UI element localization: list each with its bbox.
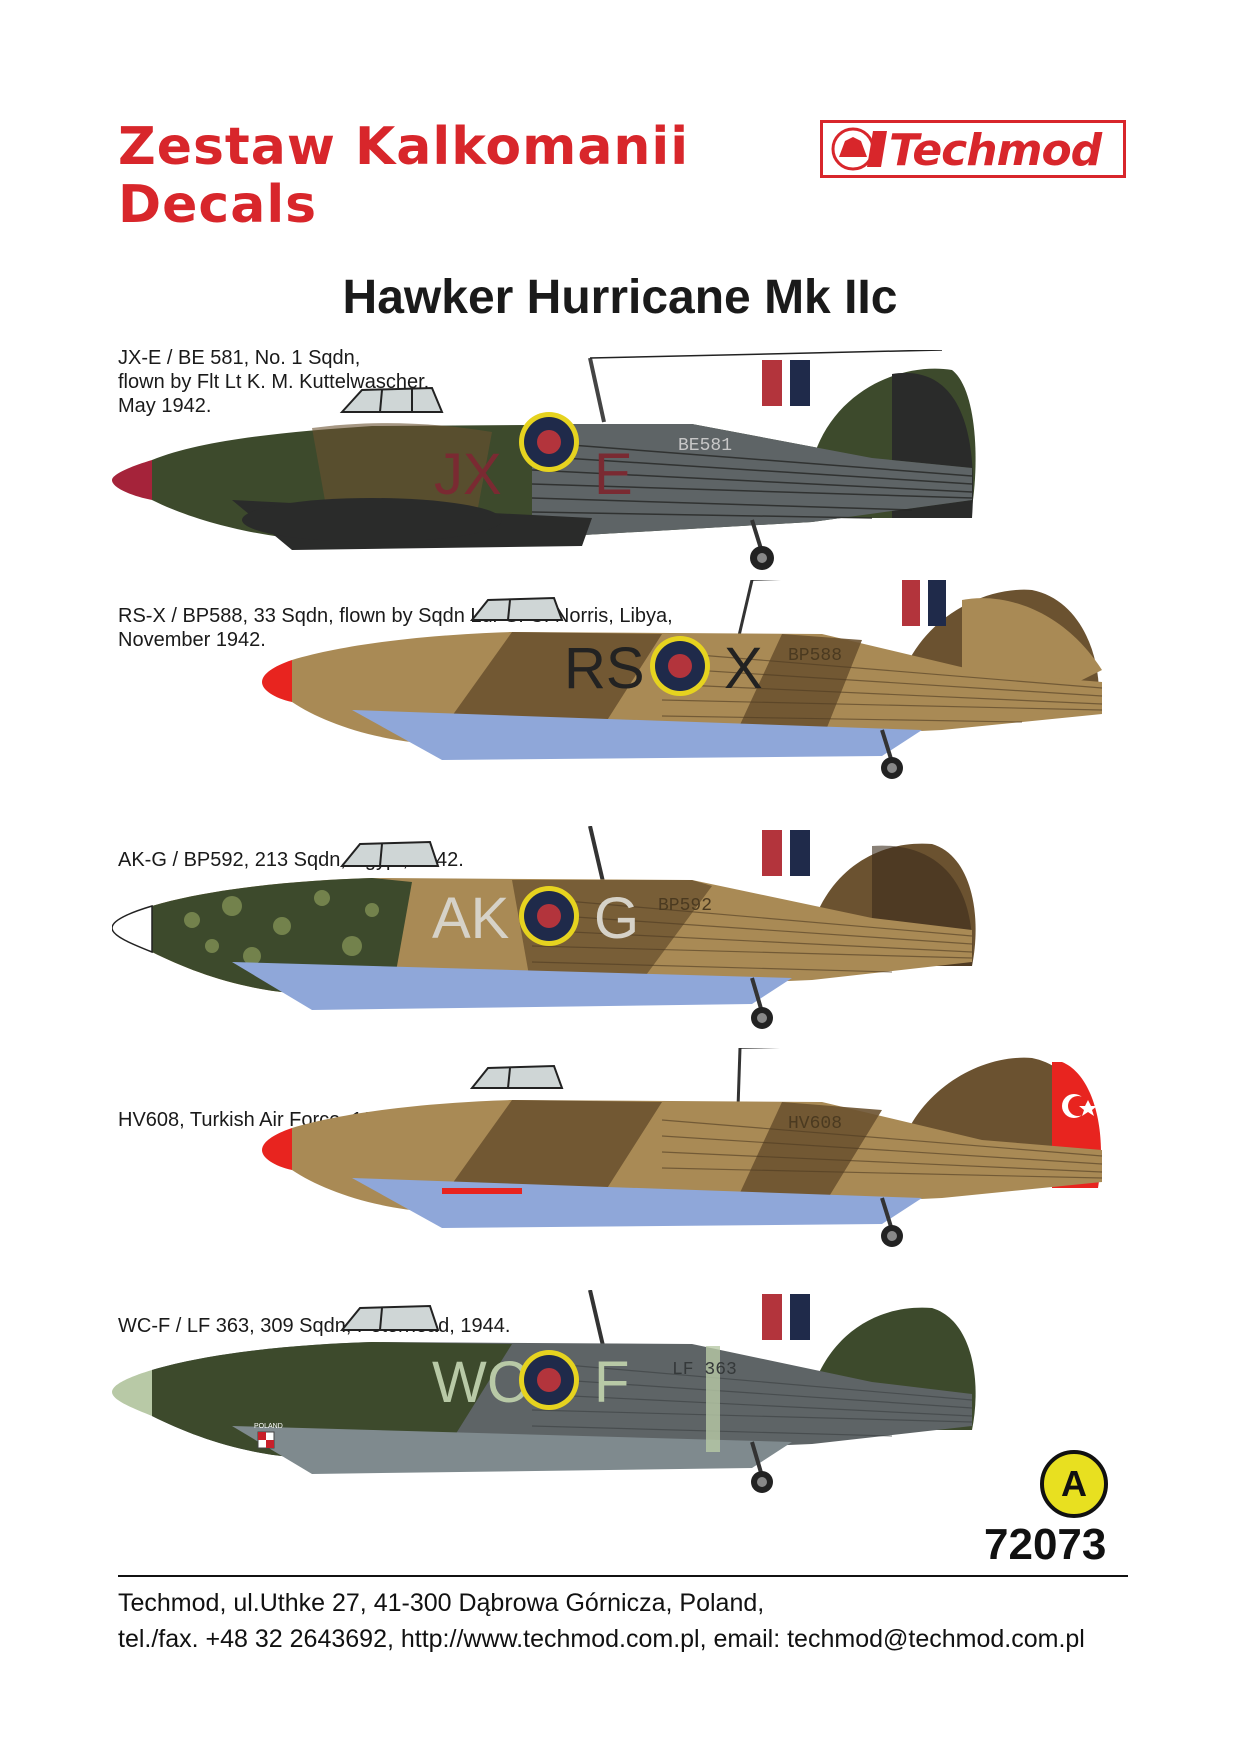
aircraft-serial: BP588 — [788, 646, 842, 666]
aircraft-serial: BE581 — [678, 436, 732, 456]
aircraft-profile-2: RS X BP588 — [262, 580, 1103, 779]
caption-line: flown by Flt Lt K. M. Kuttelwascher, — [118, 371, 430, 393]
aircraft-code-left: RS — [564, 636, 645, 701]
header-title-line2: Decals — [118, 175, 318, 235]
aircraft-code-right: G — [594, 886, 639, 951]
badge-letter: A — [1061, 1463, 1087, 1504]
logo-emblem-icon — [831, 127, 887, 171]
polish-checkerboard-icon — [257, 1431, 275, 1449]
aircraft-caption-1: JX-E / BE 581, No. 1 Sqdn, flown by Flt … — [118, 346, 429, 418]
aircraft-code-left: AK — [432, 886, 510, 951]
aircraft-code-right: E — [594, 442, 633, 507]
aircraft-profile-5: POLAND WC F LF 363 — [112, 1290, 976, 1493]
page-title: Hawker Hurricane Mk IIc — [342, 271, 898, 324]
set-badge: A — [1040, 1450, 1108, 1518]
aircraft-code-left: WC — [432, 1350, 529, 1415]
techmod-logo: Techmod — [820, 120, 1126, 178]
caption-line: May 1942. — [118, 395, 212, 417]
product-number: 72073 — [984, 1520, 1107, 1569]
nose-label: POLAND — [254, 1423, 283, 1430]
header-title: Zestaw Kalkomanii Decals — [118, 118, 689, 234]
aircraft-serial: HV608 — [788, 1114, 842, 1134]
aircraft-code-right: F — [594, 1350, 629, 1415]
aircraft-profile-3: AK G BP592 — [112, 826, 976, 1029]
divider — [118, 1575, 1128, 1577]
caption-line: JX-E / BE 581, No. 1 Sqdn, — [118, 347, 361, 369]
footer-address: Techmod, ul.Uthke 27, 41-300 Dąbrowa Gór… — [118, 1589, 765, 1617]
aircraft-code-right: X — [724, 636, 763, 701]
header-title-line1: Zestaw Kalkomanii — [118, 117, 690, 177]
aircraft-serial: BP592 — [658, 896, 712, 916]
footer-contact: tel./fax. +48 32 2643692, http://www.tec… — [118, 1625, 1085, 1653]
caption-line: November 1942. — [118, 629, 266, 651]
aircraft-code-left: JX — [434, 442, 502, 507]
aircraft-serial: LF 363 — [672, 1360, 737, 1380]
logo-text: Techmod — [889, 125, 1102, 176]
aircraft-profile-1: JX E BE581 — [112, 350, 976, 570]
aircraft-profile-4: HV608 — [262, 1048, 1103, 1247]
footer: Techmod, ul.Uthke 27, 41-300 Dąbrowa Gór… — [118, 1585, 1085, 1657]
